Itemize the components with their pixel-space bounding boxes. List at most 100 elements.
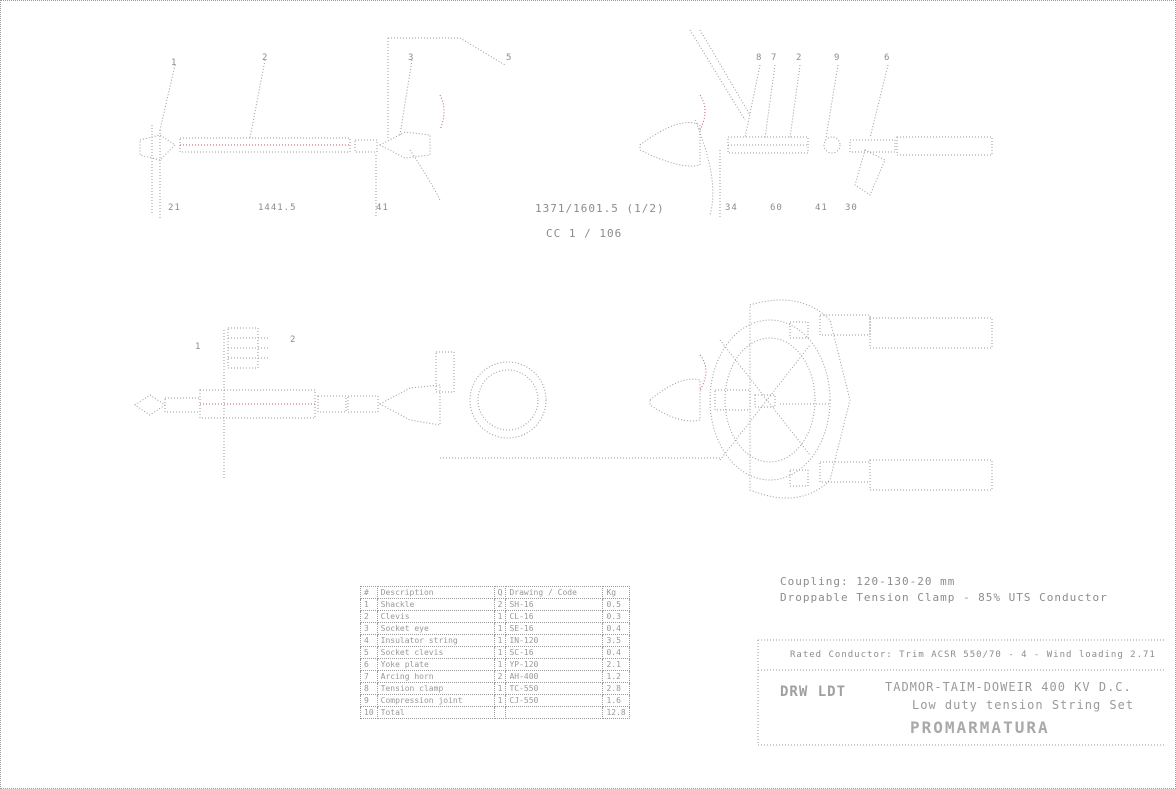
bom-cell: 3.5	[602, 634, 630, 647]
bom-header-row: # Description Q Drawing / Code Kg	[360, 586, 630, 599]
callout-b1: 1	[195, 342, 202, 352]
dim-1441: 1441.5	[258, 203, 297, 213]
bom-cell: CJ-550	[505, 694, 604, 707]
bom-cell: TC-550	[505, 682, 604, 695]
bom-cell: 1	[493, 658, 507, 671]
bom-cell: Arcing horn	[376, 670, 495, 683]
callout-b2: 2	[290, 335, 297, 345]
dim-41: 41	[376, 203, 389, 213]
bom-cell: SE-16	[505, 622, 604, 635]
dim-34: 34	[725, 203, 738, 213]
bom-cell: SC-16	[505, 646, 604, 659]
bom-cell: Socket clevis	[376, 646, 495, 659]
bom-cell: 1	[493, 610, 507, 623]
note-coupling: Coupling: 120-130-20 mm	[780, 575, 956, 588]
bom-cell: 1	[493, 694, 507, 707]
bom-cell: 2	[493, 598, 507, 611]
bom-cell: 4	[360, 634, 378, 647]
callout-6: 6	[884, 53, 891, 63]
callout-2: 2	[262, 53, 269, 63]
bom-header-cell: #	[360, 586, 378, 599]
callout-2b: 2	[796, 53, 803, 63]
bom-cell: AH-400	[505, 670, 604, 683]
bom-cell: 2.8	[602, 682, 630, 695]
title-line-2: Low duty tension String Set	[912, 698, 1135, 712]
bom-cell	[493, 706, 507, 719]
bom-cell: 1.6	[602, 694, 630, 707]
callout-1: 1	[171, 58, 178, 68]
title-block-header: Rated Conductor: Trim ACSR 550/70 - 4 - …	[790, 650, 1156, 660]
bom-cell: 0.3	[602, 610, 630, 623]
top-right-assembly	[639, 29, 993, 218]
bom-cell	[505, 706, 604, 719]
bom-cell: Yoke plate	[376, 658, 495, 671]
bom-cell: 2	[493, 670, 507, 683]
note-clamp: Droppable Tension Clamp - 85% UTS Conduc…	[780, 591, 1108, 604]
bom-cell: 1	[493, 646, 507, 659]
bom-cell: CL-16	[505, 610, 604, 623]
bom-cell: 9	[360, 694, 378, 707]
bom-cell: IN-120	[505, 634, 604, 647]
center-note-2: CC 1 / 106	[546, 227, 623, 240]
callout-8: 8	[756, 53, 763, 63]
bom-header-cell: Description	[376, 586, 495, 599]
bom-cell: 1	[493, 622, 507, 635]
bom-cell: Shackle	[376, 598, 495, 611]
dim-21: 21	[168, 203, 181, 213]
callout-5: 5	[506, 53, 513, 63]
bom-cell: Clevis	[376, 610, 495, 623]
bom-cell: Socket eye	[376, 622, 495, 635]
bom-cell: 2	[360, 610, 378, 623]
bom-cell: 1.2	[602, 670, 630, 683]
brand-name: PROMARMATURA	[910, 718, 1050, 737]
bom-cell: 3	[360, 622, 378, 635]
bom-cell: 0.4	[602, 622, 630, 635]
bom-cell: 12.8	[602, 706, 630, 719]
bottom-right-assembly	[649, 299, 993, 499]
bom-cell: 7	[360, 670, 378, 683]
bom-cell: Insulator string	[376, 634, 495, 647]
center-note-1: 1371/1601.5 (1/2)	[535, 202, 665, 215]
bom-cell: 10	[360, 706, 378, 719]
bom-cell: Compression joint	[376, 694, 495, 707]
bom-cell: 1	[360, 598, 378, 611]
bom-cell: 2.1	[602, 658, 630, 671]
bottom-left-assembly	[134, 327, 720, 480]
bom-cell: 6	[360, 658, 378, 671]
bom-cell: YP-120	[505, 658, 604, 671]
bom-cell: 8	[360, 682, 378, 695]
bom-cell: Tension clamp	[376, 682, 495, 695]
title-line-1: TADMOR-TAIM-DOWEIR 400 KV D.C.	[885, 680, 1132, 694]
title-block-lines	[757, 639, 1165, 746]
callout-9: 9	[834, 53, 841, 63]
bom-header-cell: Q	[493, 586, 507, 599]
bom-header-cell: Drawing / Code	[505, 586, 604, 599]
bom-header-cell: Kg	[602, 586, 630, 599]
dim-41b: 41	[815, 203, 828, 213]
callout-3: 3	[408, 53, 415, 63]
bom-cell: SH-16	[505, 598, 604, 611]
dim-60: 60	[770, 203, 783, 213]
bom-cell: Total	[376, 706, 495, 719]
bom-cell: 1	[493, 634, 507, 647]
bom-cell: 1	[493, 682, 507, 695]
callout-7: 7	[771, 53, 778, 63]
top-left-assembly	[139, 37, 506, 218]
bom-cell: 0.4	[602, 646, 630, 659]
dim-30: 30	[845, 203, 858, 213]
bom-cell: 5	[360, 646, 378, 659]
drw-label: DRW LDT	[780, 684, 847, 700]
bom-cell: 0.5	[602, 598, 630, 611]
